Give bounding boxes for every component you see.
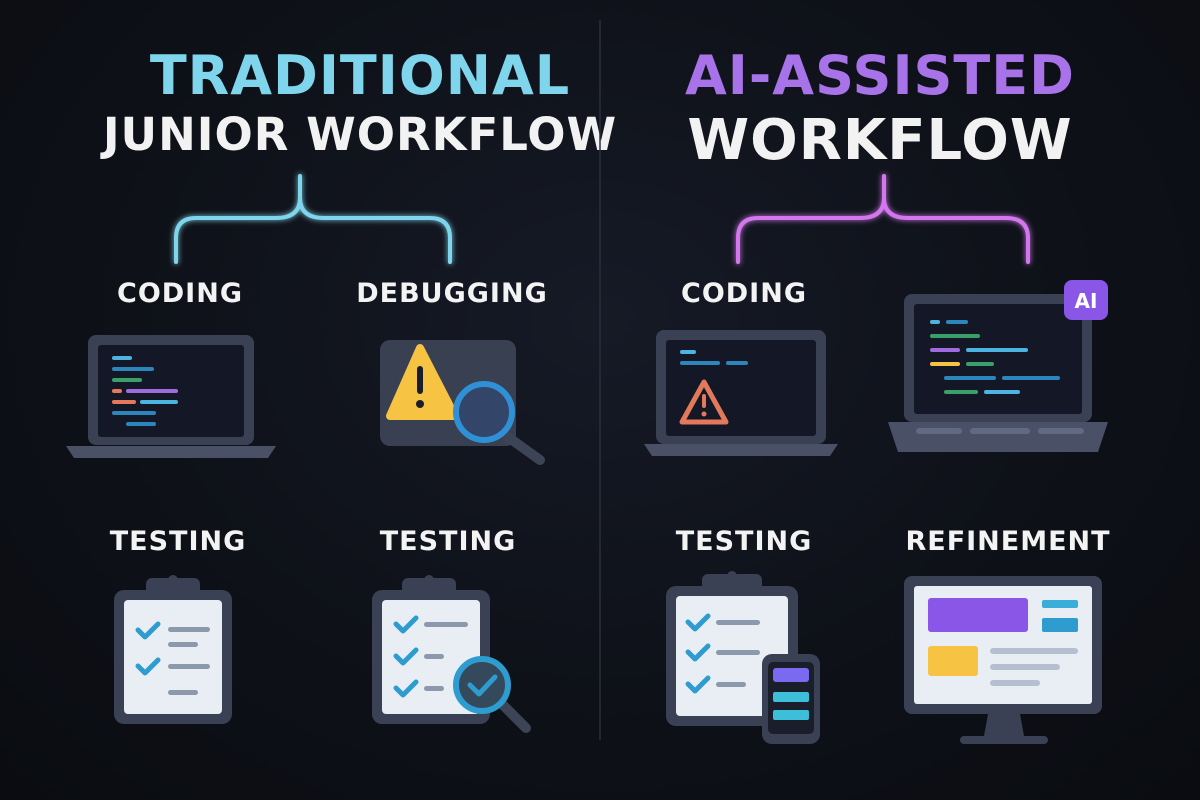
ai-assisted-subtitle: WORKFLOW [687,108,1073,173]
step-label-coding-right: CODING [681,278,807,309]
left-bracket [174,174,452,264]
step-label-refinement: REFINEMENT [905,526,1111,557]
laptop-code-icon [66,335,276,458]
step-label-testing-right: TESTING [675,526,813,557]
right-bracket [736,174,1030,264]
ai-badge [1064,280,1108,320]
warning-magnifier-icon [380,340,545,465]
clipboard-phone-icon [666,571,820,744]
monitor-layout-icon [904,576,1102,744]
ai-badge-label: AI [1075,289,1098,313]
clipboard-magnifier-icon [372,575,531,733]
laptop-warning-icon [644,330,838,456]
traditional-subtitle: JUNIOR WORKFLOW [102,108,618,161]
laptop-ai-icon: AI [888,280,1108,452]
step-label-coding-left: CODING [117,278,243,309]
ai-assisted-title: AI-ASSISTED [685,44,1075,107]
traditional-title: TRADITIONAL [149,44,571,107]
step-label-debugging: DEBUGGING [356,278,548,309]
step-label-testing-left-1: TESTING [109,526,247,557]
clipboard-checklist-icon [114,575,232,724]
step-label-testing-left-2: TESTING [379,526,517,557]
